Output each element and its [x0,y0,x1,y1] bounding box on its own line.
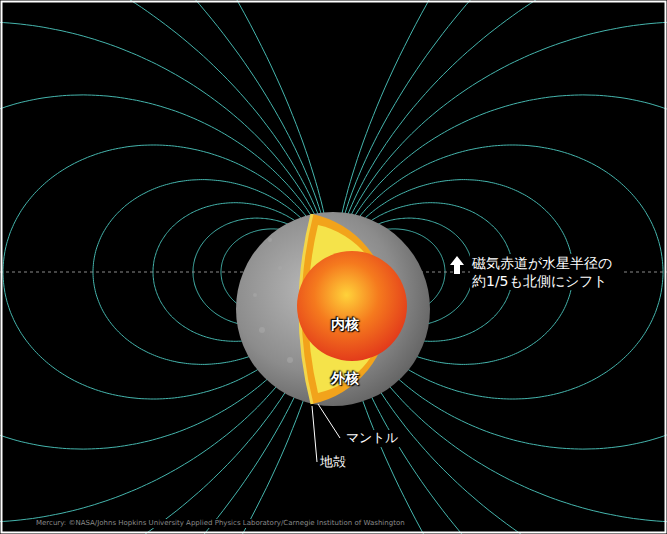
leader-line [318,404,340,438]
craters [253,238,302,363]
part-name: マントル [344,430,400,447]
shift-note: 磁気赤道が水星半径の 約1/5も北側にシフト [470,254,624,290]
credit-note: Mercury: ©NASA/Johns Hopkins University … [34,519,407,528]
part-name: 外核 [331,369,359,387]
leader-line [312,406,317,462]
part-name: 地殻 [318,454,348,471]
planet-surface [236,212,430,406]
inner-core [297,251,407,361]
shift-arrow [450,256,464,274]
part-name: 内核 [331,315,359,333]
